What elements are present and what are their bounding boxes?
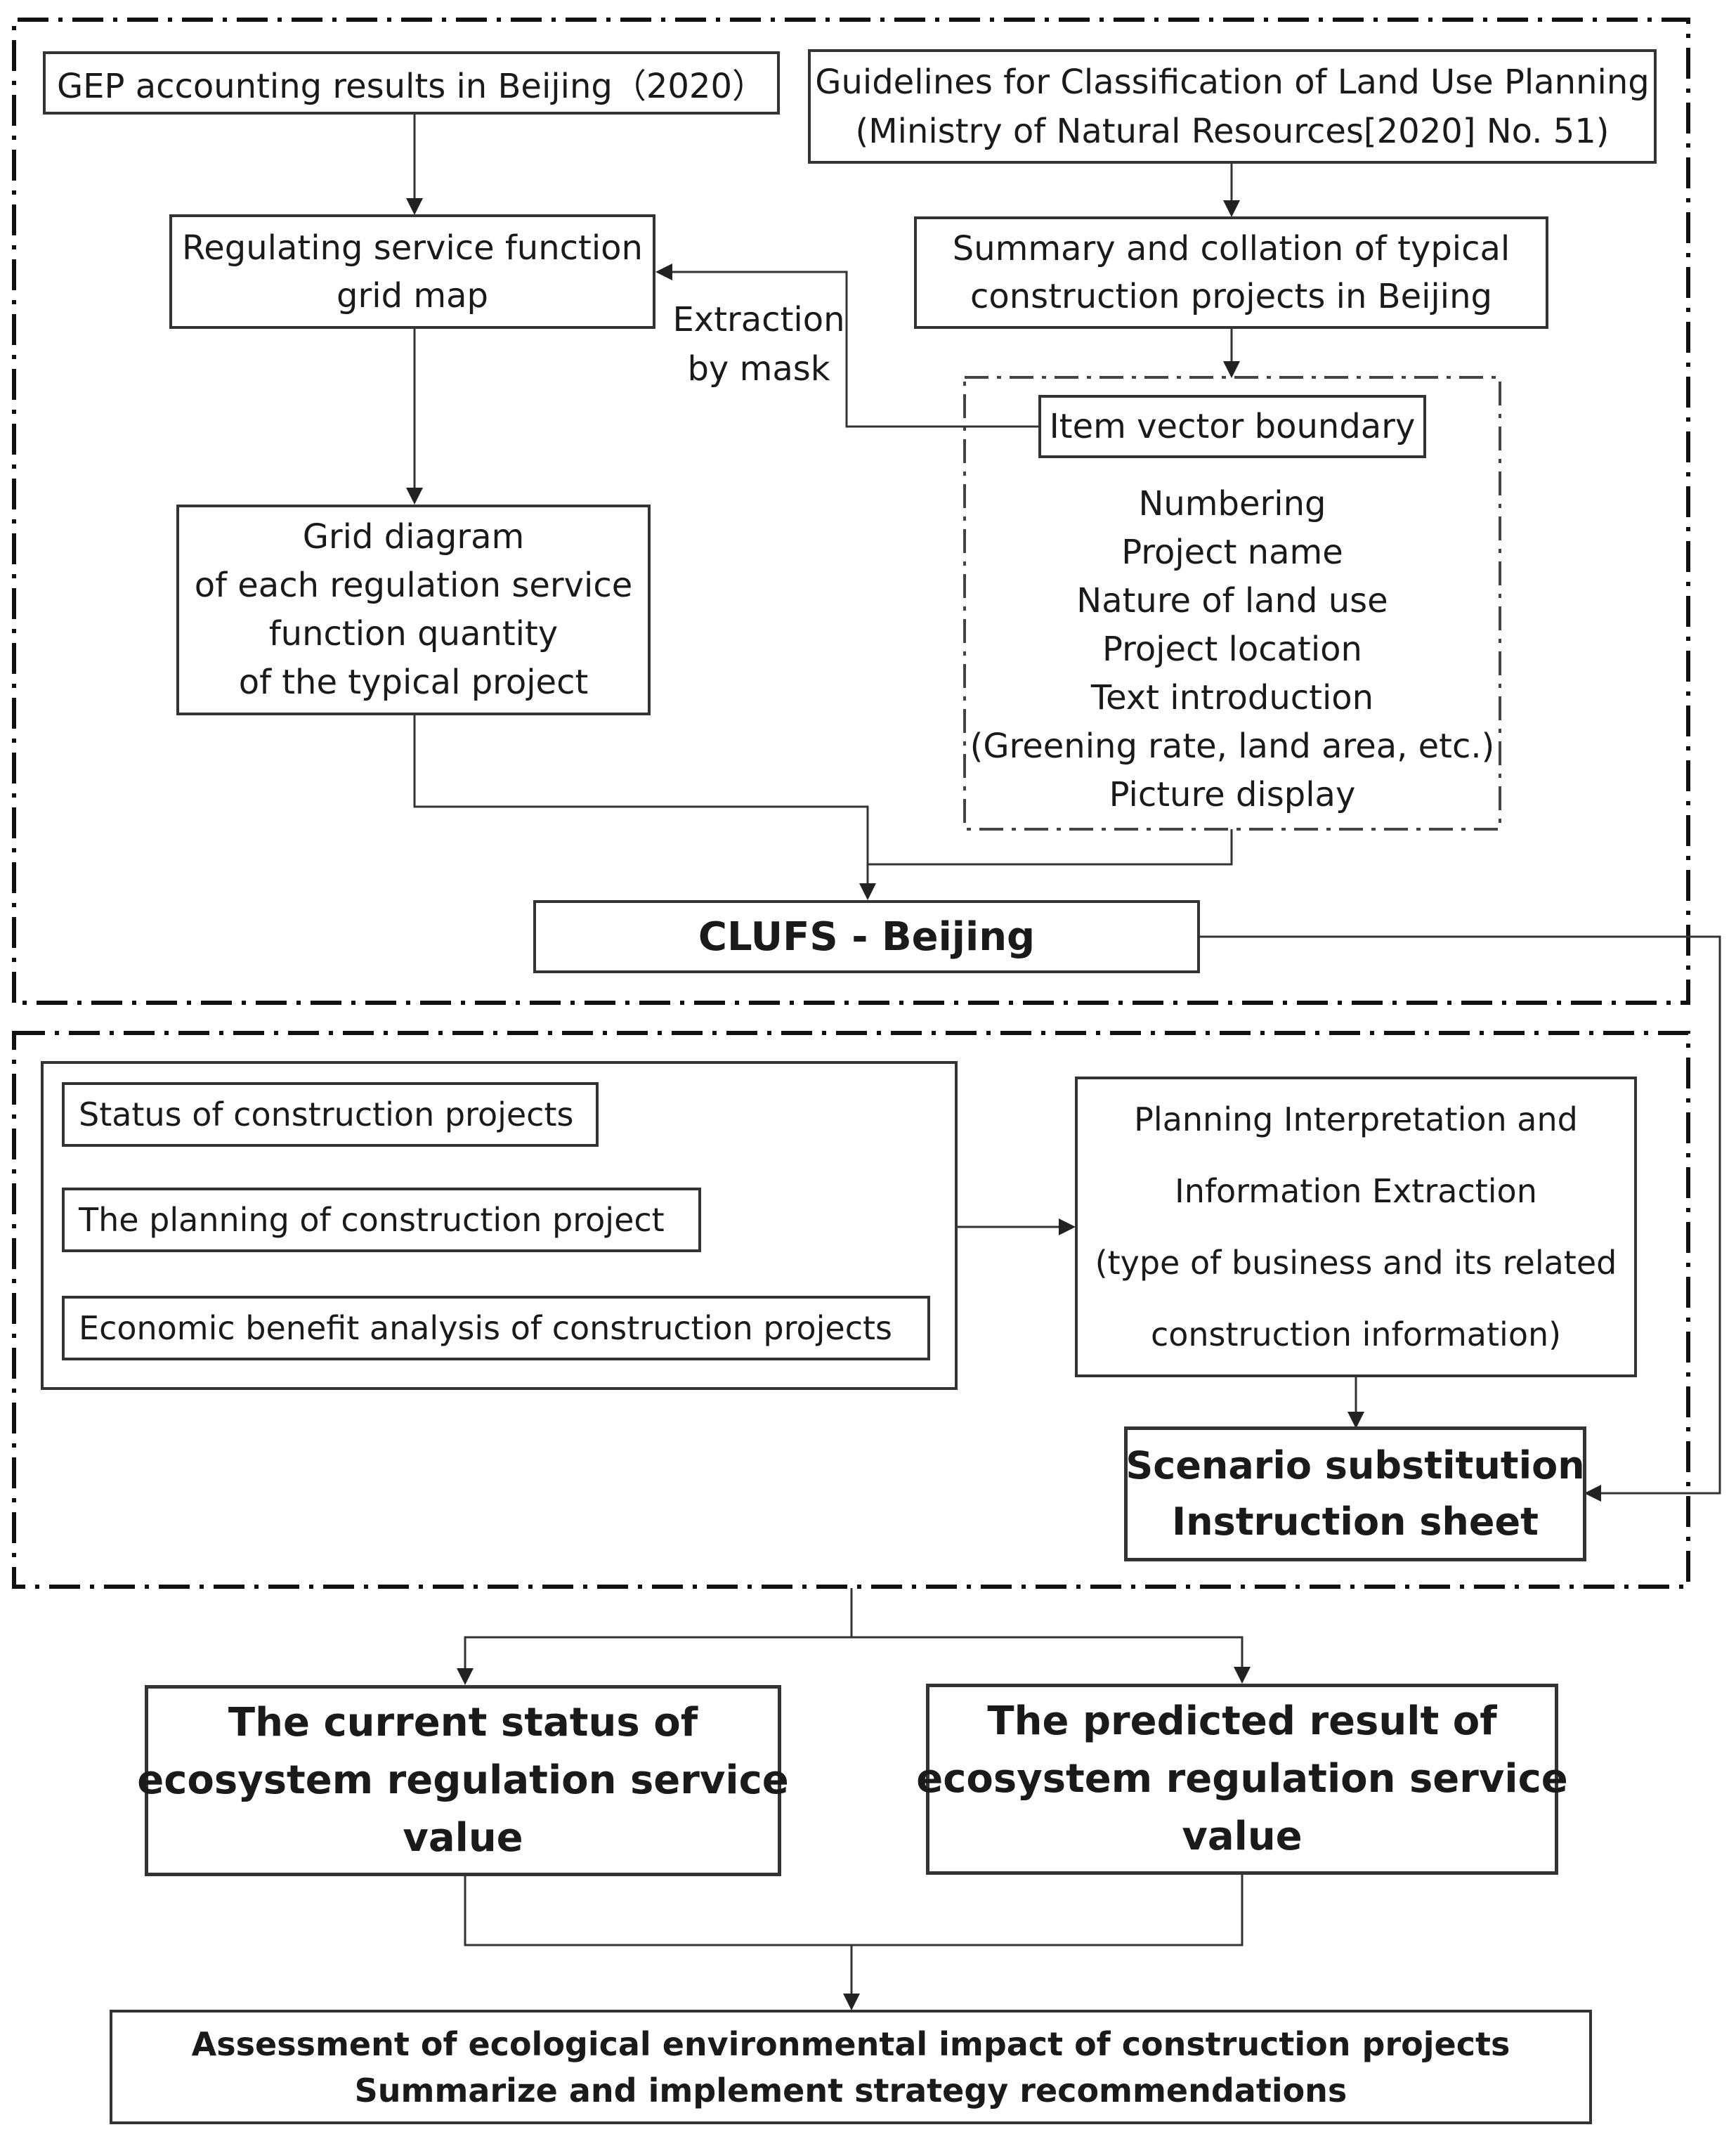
top-section-frame xyxy=(12,18,1690,1005)
extraction-by-mask-label: Extraction by mask xyxy=(667,295,850,394)
predicted-line-3: value xyxy=(1182,1814,1303,1859)
guidelines-line-1: Guidelines for Classification of Land Us… xyxy=(815,62,1650,102)
final-line-1: Assessment of ecological environmental i… xyxy=(191,2024,1510,2063)
predicted-line-2: ecosystem regulation service xyxy=(916,1756,1568,1802)
grid-diagram-line-1: Grid diagram xyxy=(302,517,525,557)
interpretation-line-3: (type of business and its related xyxy=(1095,1244,1617,1282)
clufs-label: CLUFS - Beijing xyxy=(698,914,1036,960)
middle-section-frame xyxy=(12,1031,1690,1589)
scenario-substitution-box: Scenario substitution Instruction sheet xyxy=(1124,1426,1586,1561)
regulating-line-2: grid map xyxy=(337,275,488,316)
guidelines-box: Guidelines for Classification of Land Us… xyxy=(808,49,1657,164)
interpretation-line-2: Information Extraction xyxy=(1175,1172,1537,1210)
summary-line-2: construction projects in Beijing xyxy=(970,277,1492,316)
regulating-grid-map-box: Regulating service function grid map xyxy=(169,214,655,329)
item-vector-boundary-box: Item vector boundary xyxy=(1038,395,1426,458)
attribute-project-name: Project name xyxy=(1121,533,1343,572)
attribute-numbering: Numbering xyxy=(1138,484,1326,524)
regulating-line-1: Regulating service function xyxy=(182,228,643,268)
final-assessment-box: Assessment of ecological environmental i… xyxy=(110,2010,1592,2124)
attribute-greening: (Greening rate, land area, etc.) xyxy=(970,727,1495,766)
summary-line-1: Summary and collation of typical xyxy=(952,229,1510,268)
planning-of-project-box: The planning of construction project xyxy=(62,1188,701,1252)
frame-to-results-branch xyxy=(457,1588,853,1685)
interpretation-line-1: Planning Interpretation and xyxy=(1134,1100,1578,1138)
grid-to-clufs-arrow xyxy=(413,715,876,900)
economic-analysis-box: Economic benefit analysis of constructio… xyxy=(62,1296,930,1360)
attribute-picture: Picture display xyxy=(1109,775,1356,814)
economic-label: Economic benefit analysis of constructio… xyxy=(79,1309,893,1347)
final-line-2: Summarize and implement strategy recomme… xyxy=(354,2071,1347,2109)
current-line-3: value xyxy=(403,1815,523,1861)
predicted-result-box: The predicted result of ecosystem regula… xyxy=(916,1684,1568,1875)
item-to-regulating-arrow xyxy=(655,264,1038,428)
scenario-line-1: Scenario substitution xyxy=(1125,1443,1585,1488)
extraction-line-1: Extraction xyxy=(672,300,845,339)
current-line-1: The current status of xyxy=(228,1700,698,1745)
status-label: Status of construction projects xyxy=(79,1095,574,1133)
grid-diagram-line-4: of the typical project xyxy=(238,663,589,702)
status-of-projects-box: Status of construction projects xyxy=(62,1082,599,1147)
guidelines-line-2: (Ministry of Natural Resources[2020] No.… xyxy=(855,111,1610,151)
attribute-location: Project location xyxy=(1102,630,1362,669)
predicted-line-1: The predicted result of xyxy=(987,1698,1497,1744)
attribute-land-use: Nature of land use xyxy=(1076,581,1388,620)
current-line-2: ecosystem regulation service xyxy=(137,1757,789,1803)
grid-diagram-line-2: of each regulation service xyxy=(194,566,633,605)
attribute-text-intro: Text introduction xyxy=(1090,678,1374,717)
clufs-beijing-box: CLUFS - Beijing xyxy=(533,900,1200,973)
clufs-to-scenario-arrow xyxy=(1200,935,1721,1502)
frame-to-predicted-branch xyxy=(851,1636,1251,1684)
gep-results-label: GEP accounting results in Beijing（2020） xyxy=(56,67,766,106)
interpretation-line-4: construction information) xyxy=(1150,1315,1562,1353)
extraction-line-2: by mask xyxy=(687,349,830,389)
current-status-box: The current status of ecosystem regulati… xyxy=(137,1685,789,1876)
grid-diagram-box: Grid diagram of each regulation service … xyxy=(176,505,651,715)
project-attributes-list: Numbering Project name Nature of land us… xyxy=(970,480,1495,819)
attributes-to-clufs-line xyxy=(868,829,1233,866)
grid-diagram-line-3: function quantity xyxy=(268,614,559,654)
results-to-final-merge xyxy=(464,1875,1244,1946)
summary-projects-box: Summary and collation of typical constru… xyxy=(914,216,1548,329)
planning-interpretation-box: Planning Interpretation and Information … xyxy=(1075,1077,1637,1377)
item-vector-label: Item vector boundary xyxy=(1049,407,1416,446)
gep-results-box: GEP accounting results in Beijing（2020） xyxy=(43,51,780,115)
scenario-line-2: Instruction sheet xyxy=(1172,1500,1539,1544)
planning-label: The planning of construction project xyxy=(79,1201,665,1239)
